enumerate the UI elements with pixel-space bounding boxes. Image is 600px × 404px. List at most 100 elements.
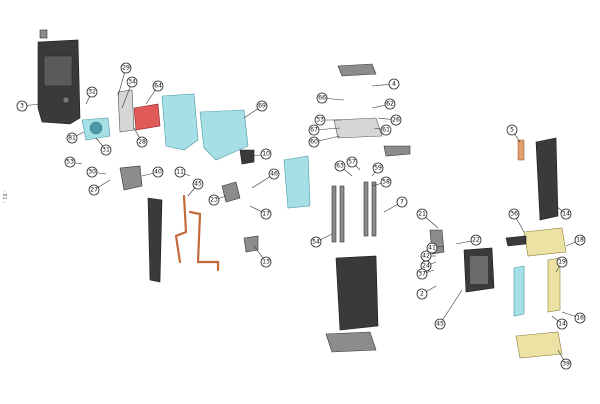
callout-circle [416, 208, 428, 220]
callout-number: 14 [562, 211, 570, 218]
sensor-bracket [221, 181, 241, 203]
callout-circle [314, 114, 326, 126]
callout-circle [316, 92, 328, 104]
callout-number: 4 [392, 81, 396, 88]
callout-circle [384, 98, 396, 110]
callout-leader [439, 289, 463, 325]
callout-circle [100, 144, 112, 156]
callout-number: 63 [336, 163, 344, 170]
callout-number: 39 [562, 361, 570, 368]
callout-number: 66 [318, 95, 326, 102]
callout-number: 58 [382, 179, 390, 186]
firebox-body [335, 255, 379, 331]
door-group [429, 137, 567, 359]
callout-number: 67 [310, 127, 318, 134]
page-side-note: - 81 - [1, 190, 7, 204]
callout-circle [308, 124, 320, 136]
callout-number: 45 [194, 181, 202, 188]
heating-rod-right [363, 181, 369, 237]
panel-knob [62, 96, 70, 104]
callout-number: 62 [386, 101, 394, 108]
callout-number: 19 [558, 259, 566, 266]
callout-circle [560, 208, 572, 220]
callout-number: 13 [262, 259, 270, 266]
copper-pipe [174, 194, 220, 272]
side-panel-left [147, 197, 163, 283]
callout-circle [560, 358, 572, 370]
callout-circle [86, 86, 98, 98]
bottom-frame-yellow [515, 331, 563, 359]
callout-circle [16, 100, 28, 112]
callout-number: 10 [262, 151, 270, 158]
callout-number: 3 [20, 103, 24, 110]
callout-circle [372, 162, 384, 174]
callout-number: 11 [176, 169, 184, 176]
blower-fan [89, 121, 103, 135]
callout-circle [470, 234, 482, 246]
callout-number: 28 [138, 139, 146, 146]
callout-circle [574, 312, 586, 324]
callout-number: 60 [310, 139, 318, 146]
callout-circle [256, 100, 268, 112]
callout-circle [416, 288, 428, 300]
heating-rod-far [371, 181, 377, 237]
callout-circle [192, 178, 204, 190]
callout-circle [434, 318, 446, 330]
burn-pot-tray [333, 117, 383, 139]
callout-number: 21 [418, 211, 426, 218]
igniter [243, 235, 259, 253]
callout-circle [396, 196, 408, 208]
side-frame-left [513, 265, 525, 317]
callout-circle [260, 208, 272, 220]
callout-circle [556, 256, 568, 268]
callout-number: 2 [420, 291, 424, 298]
callout-circle [260, 256, 272, 268]
callout-number: 42 [422, 253, 430, 260]
callout-circle [426, 242, 438, 254]
firebox-liner-left [161, 93, 199, 151]
callout-circle [260, 148, 272, 160]
callout-number: 31 [102, 147, 110, 154]
callout-number: 69 [258, 103, 266, 110]
callout-number: 33 [316, 117, 324, 124]
callout-circle [136, 136, 148, 148]
callout-number: 34 [128, 79, 136, 86]
callout-circle [64, 156, 76, 168]
heating-rod-left [331, 185, 337, 243]
callout-number: 7 [400, 199, 404, 206]
callout-number: 37 [418, 271, 426, 278]
callout-circle [268, 168, 280, 180]
callout-circle [120, 62, 132, 74]
ash-drawer [325, 331, 377, 353]
callout-circle [508, 208, 520, 220]
callout-number: 53 [66, 159, 74, 166]
callout-number: 32 [88, 89, 96, 96]
callout-circle [152, 166, 164, 178]
callout-circle [88, 184, 100, 196]
callout-circle [574, 234, 586, 246]
callout-circle [152, 80, 164, 92]
callout-number: 57 [348, 159, 356, 166]
callout-circle [208, 194, 220, 206]
callout-number: 23 [210, 197, 218, 204]
callout-circle [388, 78, 400, 90]
callout-number: 27 [90, 187, 98, 194]
callout-circle [506, 124, 518, 136]
callout-number: 29 [122, 65, 130, 72]
door-glass [470, 256, 488, 284]
callout-number: 14 [558, 321, 566, 328]
callout-circle [380, 124, 392, 136]
heat-exchanger-red [133, 103, 161, 131]
heating-rod-mid [339, 185, 345, 243]
heat-shield-panel [283, 155, 311, 209]
top-frame-yellow [523, 227, 567, 257]
firebox-liner-right [199, 109, 249, 161]
callout-number: 24 [422, 263, 430, 270]
callout-number: 54 [312, 239, 320, 246]
side-panel-right [535, 137, 559, 221]
igniter-right [517, 139, 525, 161]
hopper-group [325, 63, 411, 353]
bracket-plate [117, 89, 135, 133]
callout-number: 22 [472, 237, 480, 244]
